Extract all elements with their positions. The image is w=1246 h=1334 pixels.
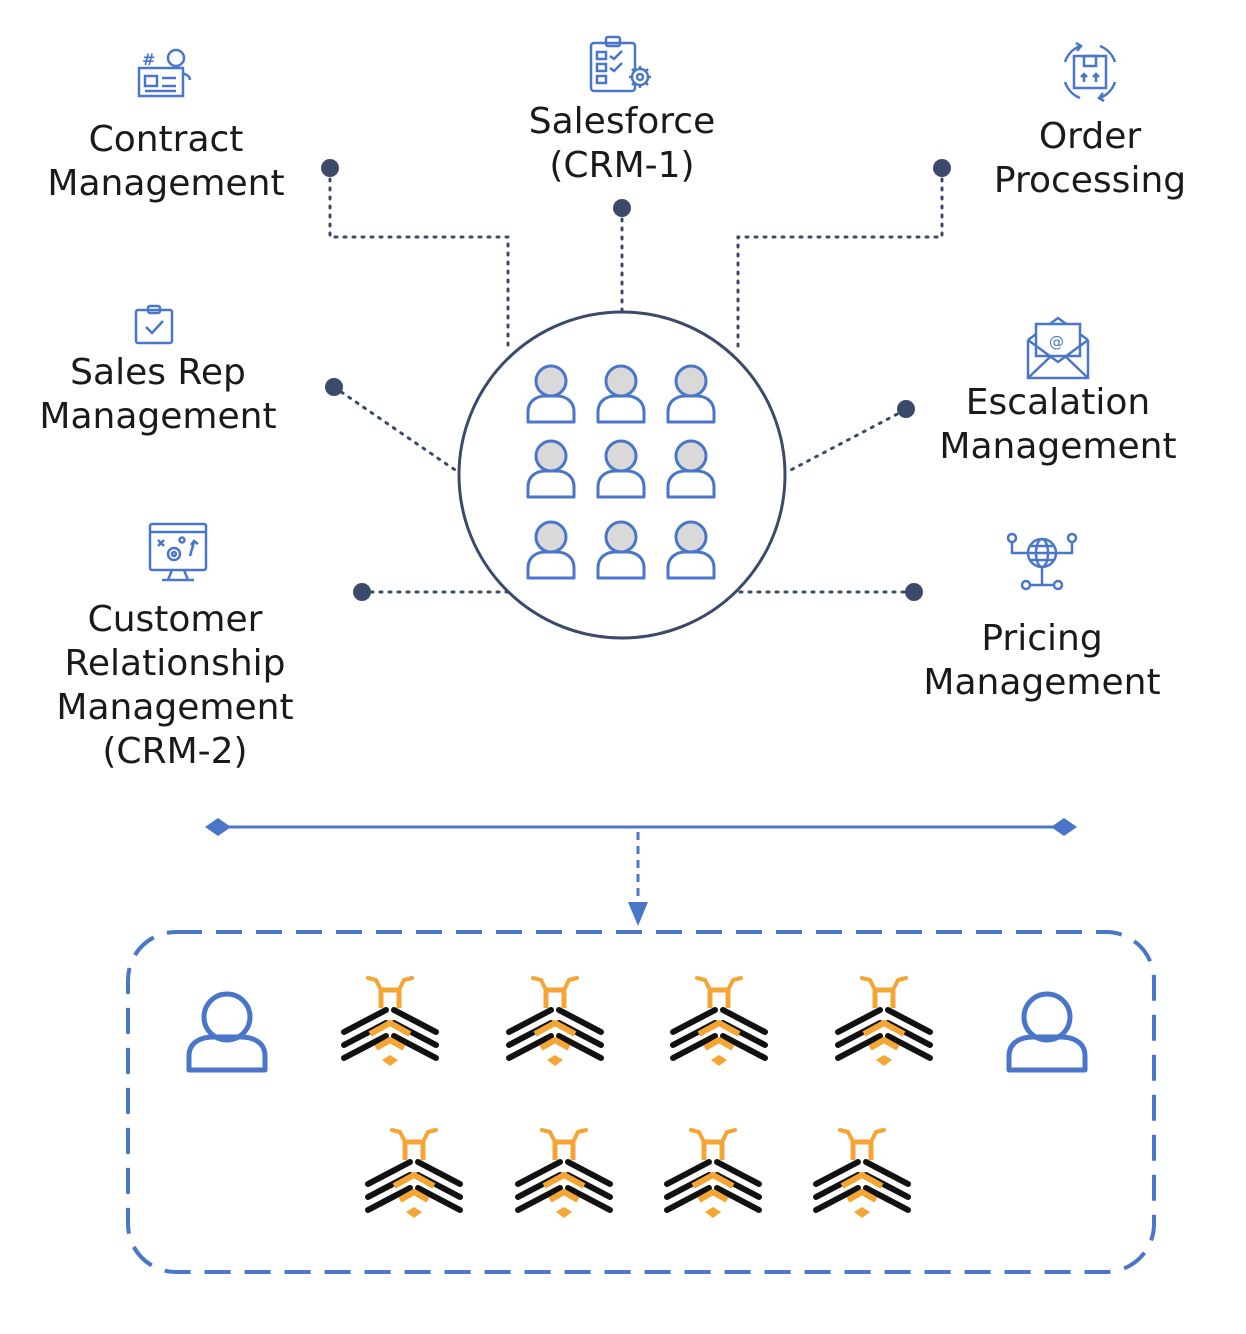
team-members [189,978,1085,1218]
connectors [328,168,944,594]
connector-dot-salesrep [325,378,343,396]
bee-icon [816,1130,908,1218]
label-line: Order [1038,116,1142,157]
label-line: (CRM-1) [549,145,695,186]
bracket-left-end [205,818,231,836]
contract-id-icon: # [137,48,192,98]
node-label-escalation: Escalation Management [938,381,1178,469]
person-icon [189,994,265,1070]
connector-dot-salesforce [613,199,631,217]
connector-dot-escalation [897,400,915,418]
connector-dot-order [933,159,951,177]
connector-dot-pricing [905,583,923,601]
label-line: Escalation [965,382,1151,423]
connector-dot-crm2 [353,583,371,601]
connector-contract [328,168,510,354]
team-bracket [205,818,1077,926]
package-cycle-icon [1063,41,1117,103]
bee-icon [673,978,765,1066]
person-icon [1009,994,1085,1070]
label-line: Salesforce [528,101,716,142]
label-line: Customer [87,599,263,640]
connector-dot-contract [321,159,339,177]
node-label-salesforce: Salesforce (CRM-1) [512,100,732,188]
svg-text:#: # [142,50,155,69]
node-label-order: Order Processing [980,115,1200,203]
label-line: Management [39,396,277,437]
bee-icon [368,1130,460,1218]
connector-order [736,168,944,354]
label-line: (CRM-2) [102,731,248,772]
node-label-contract: Contract Management [46,118,286,206]
team-container [126,930,1156,1274]
connector-dots [321,159,951,601]
clipboard-check-icon [134,304,174,345]
node-label-salesrep: Sales Rep Management [38,351,278,439]
connector-salesrep [332,385,460,474]
bee-icon [344,978,436,1066]
svg-text:@: @ [1049,333,1064,351]
node-label-pricing: Pricing Management [920,617,1164,705]
monitor-strategy-icon [148,522,208,582]
bee-icon [518,1130,610,1218]
label-line: Management [939,426,1177,467]
label-line: Pricing [981,618,1103,659]
down-arrow-head [628,902,648,926]
label-line: Management [56,687,294,728]
clipboard-checklist-gear-icon [589,35,651,93]
globe-network-icon [1006,532,1078,591]
label-line: Management [923,662,1161,703]
bee-icon [509,978,601,1066]
bracket-right-end [1051,818,1077,836]
email-envelope-icon: @ [1026,316,1090,380]
label-line: Sales Rep [70,352,246,393]
bee-icon [838,978,930,1066]
label-line: Processing [993,160,1187,201]
bee-icon [667,1130,759,1218]
hub-circle [457,310,787,640]
label-line: Management [47,163,285,204]
connector-escalation [785,408,907,474]
node-label-crm2: Customer Relationship Management (CRM-2) [50,598,300,774]
label-line: Relationship [64,643,286,684]
label-line: Contract [88,119,244,160]
